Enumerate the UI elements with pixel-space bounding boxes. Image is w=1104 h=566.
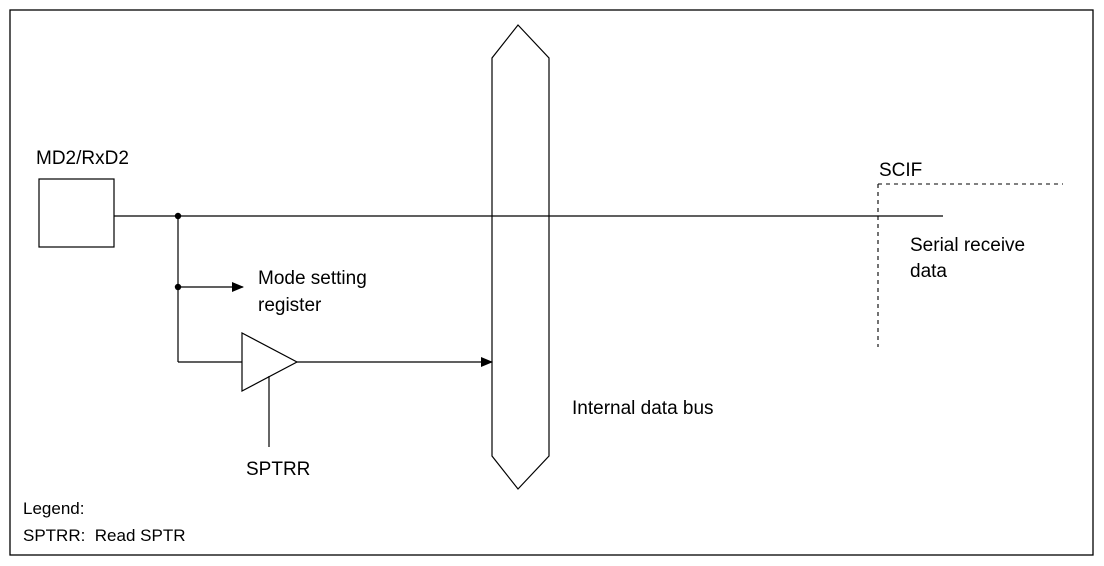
- outer-frame: [9, 9, 1094, 556]
- pin-box: [38, 178, 115, 248]
- serial-receive-label-line1: Serial receive: [910, 235, 1025, 256]
- legend-title: Legend:: [23, 499, 84, 518]
- legend-entry: SPTRR: Read SPTR: [23, 526, 186, 545]
- mode-label-line1: Mode setting: [258, 268, 367, 289]
- scif-label: SCIF: [879, 160, 922, 181]
- internal-data-bus: [491, 24, 550, 490]
- mode-label-line2: register: [258, 295, 322, 316]
- sptrr-label: SPTRR: [246, 459, 310, 480]
- internal-bus-label: Internal data bus: [572, 398, 714, 419]
- pin-label: MD2/RxD2: [36, 148, 129, 169]
- serial-receive-label-line2: data: [910, 261, 947, 282]
